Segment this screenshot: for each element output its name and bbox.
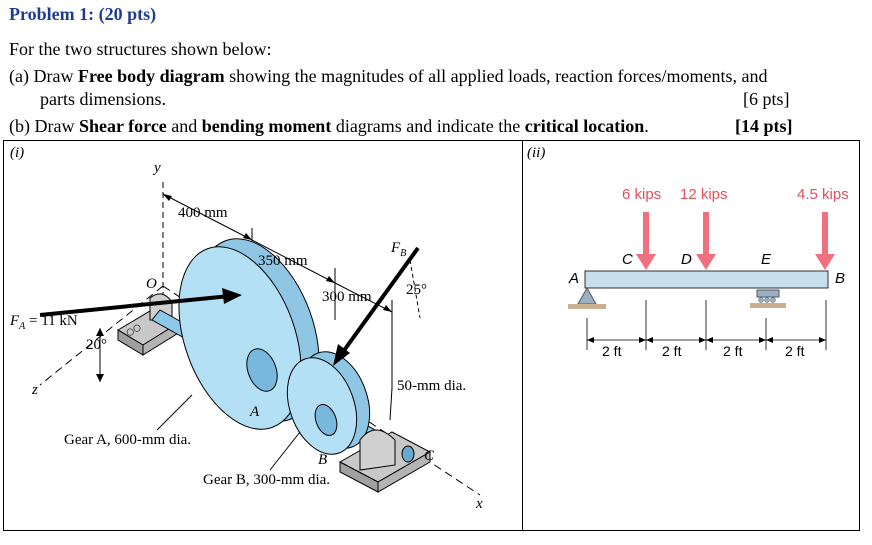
point-d-label: D: [681, 251, 692, 268]
dim-400-label: 400 mm: [178, 205, 228, 221]
part-b-points: [14 pts]: [735, 116, 793, 136]
y-axis-label: y: [154, 160, 161, 176]
origin-label: O: [146, 276, 157, 292]
dim-400-line: [162, 193, 253, 241]
force-fa-arrow: [39, 294, 231, 317]
part-b-prefix: (b) Draw: [9, 116, 79, 136]
dim-300-line: [334, 282, 393, 313]
gear-a-caption: Gear A, 600-mm dia.: [64, 432, 192, 448]
panel-ii-label: (ii): [527, 145, 546, 161]
fa-label: FA = 11 kN: [10, 313, 78, 332]
shaft-dia-label: 50-mm dia.: [397, 378, 467, 394]
load-arrow-d: [696, 212, 716, 270]
part-a-prefix: (a) Draw: [9, 66, 78, 86]
part-b-end: .: [644, 116, 649, 136]
intro-text: For the two structures shown below:: [9, 39, 272, 59]
span-3-label: 2 ft: [723, 343, 743, 359]
part-a-bold: Free body diagram: [77, 66, 225, 86]
dim-300-label: 300 mm: [322, 289, 372, 305]
angle-25-label: 25°: [406, 282, 427, 298]
bearing-c: [338, 429, 432, 493]
span-1-label: 2 ft: [602, 343, 622, 359]
bearing-c-label: C: [424, 448, 435, 464]
part-b-bold1: Shear force: [78, 116, 167, 136]
part-b-mid2: diagrams and indicate the: [331, 116, 525, 136]
span-4-label: 2 ft: [785, 343, 805, 359]
gear-b-letter: B: [318, 452, 328, 468]
part-b-mid: and: [166, 116, 202, 136]
load-arrow-b: [815, 212, 835, 270]
part-a-rest: showing the magnitudes of all applied lo…: [224, 66, 768, 86]
angle-20-label: 20°: [86, 337, 107, 353]
gear-b: [286, 351, 371, 455]
point-a-label: A: [569, 270, 580, 287]
x-axis-label: x: [476, 496, 483, 512]
gear-a: [178, 238, 320, 430]
z-axis-label: z: [32, 382, 38, 398]
load-6-kips-label: 6 kips: [622, 186, 662, 203]
dim-350-line: [251, 239, 336, 284]
load-4-5-kips-label: 4.5 kips: [797, 186, 849, 203]
part-a-line2: parts dimensions.: [40, 89, 166, 109]
point-e-label: E: [761, 251, 772, 268]
load-arrow-c: [636, 212, 656, 270]
load-12-kips-label: 12 kips: [680, 186, 728, 203]
panel-divider: [522, 141, 523, 530]
panel-i-label: (i): [10, 145, 25, 161]
part-a-line1: (a) Draw Free body diagram showing the m…: [9, 66, 768, 87]
force-fb-arrow: [338, 246, 420, 358]
point-b-label: B: [835, 270, 846, 287]
part-a-points: [6 pts]: [743, 89, 790, 109]
pin-support-a: [568, 286, 606, 309]
gear-b-caption: Gear B, 300-mm dia.: [203, 472, 331, 488]
beam: [584, 270, 829, 289]
part-b-line: (b) Draw Shear force and bending moment …: [9, 116, 649, 137]
fb-label: FB: [391, 240, 407, 259]
gear-a-letter: A: [250, 404, 260, 420]
roller-support-e: [750, 289, 786, 308]
dim-350-label: 350 mm: [258, 253, 308, 269]
span-2-label: 2 ft: [662, 343, 682, 359]
figure-frame: [3, 140, 860, 531]
problem-title: Problem 1: (20 pts): [9, 4, 157, 24]
point-c-label: C: [622, 251, 633, 268]
part-b-bold2: bending moment: [201, 116, 332, 136]
part-b-bold3: critical location: [524, 116, 645, 136]
